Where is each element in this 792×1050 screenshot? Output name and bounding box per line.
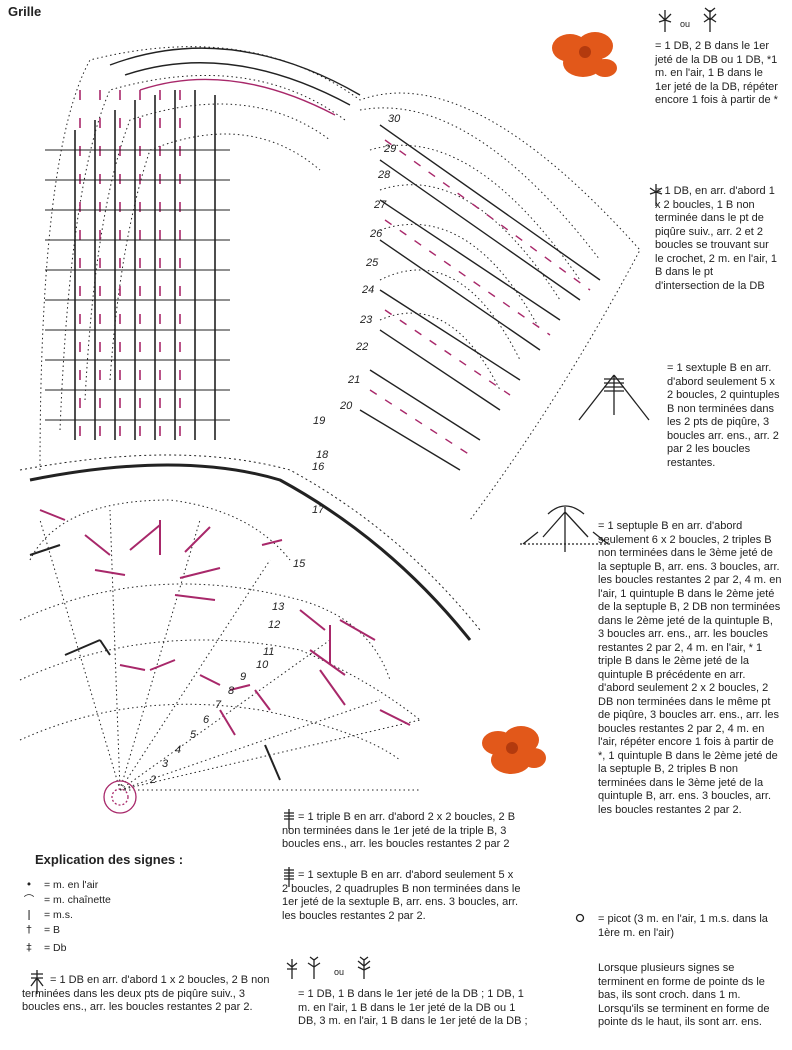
row-number: 2 bbox=[149, 774, 156, 786]
note-septuple: = 1 septuple B en arr. d'abord seulement… bbox=[598, 520, 782, 817]
row-number: 11 bbox=[263, 646, 274, 658]
row-number: 8 bbox=[228, 685, 235, 697]
note-db-arr: = 1 DB, en arr. d'abord 1 x 2 boucles, 1… bbox=[655, 185, 780, 293]
lower-petals bbox=[40, 510, 410, 735]
row-number: 22 bbox=[355, 341, 368, 353]
note-sextuple: = 1 sextuple B en arr. d'abord seulement… bbox=[667, 362, 782, 470]
row-number: 27 bbox=[373, 199, 387, 211]
chain-icon: • bbox=[22, 879, 36, 891]
db-variant-symbols bbox=[655, 6, 745, 36]
row-number: 15 bbox=[293, 558, 306, 570]
note-db-variant: = 1 DB, 2 B dans le 1er jeté de la DB ou… bbox=[655, 40, 780, 108]
ou-label-center: ou bbox=[334, 966, 344, 980]
note-triple: = 1 triple B en arr. d'abord 2 x 2 boucl… bbox=[282, 811, 522, 852]
row-number: 20 bbox=[339, 400, 353, 412]
orange-flower-top bbox=[545, 18, 623, 88]
row-number: 12 bbox=[268, 619, 280, 631]
row-number: 9 bbox=[240, 671, 246, 683]
note-db-variants: = 1 DB, 1 B dans le 1er jeté de la DB ; … bbox=[298, 988, 528, 1029]
ou-label: ou bbox=[680, 18, 690, 32]
note-closing: Lorsque plusieurs signes se terminent en… bbox=[598, 962, 782, 1030]
row-number-labels: 2345678910111213151617181920212223242526… bbox=[149, 113, 401, 786]
row-number: 30 bbox=[388, 113, 401, 125]
row-number: 26 bbox=[369, 228, 383, 240]
treble-icon: † bbox=[22, 924, 36, 936]
row-number: 16 bbox=[312, 461, 325, 473]
row-number: 25 bbox=[365, 257, 379, 269]
row-number: 29 bbox=[383, 143, 396, 155]
orange-flower-bottom bbox=[476, 718, 554, 788]
legend-db-group: = 1 DB en arr. d'abord 1 x 2 boucles, 2 … bbox=[22, 974, 274, 1015]
row-number: 10 bbox=[256, 659, 269, 671]
upper-left-stitch-rows bbox=[45, 90, 230, 440]
sextuple-icon bbox=[574, 365, 654, 430]
note-picot: = picot (3 m. en l'air, 1 m.s. dans la 1… bbox=[598, 913, 782, 940]
legend-heading: Explication des signes : bbox=[35, 852, 183, 867]
legend-item: ǀ= m.s. bbox=[22, 909, 73, 921]
center-ring bbox=[104, 781, 136, 813]
legend-item: ⌒= m. chaînette bbox=[22, 894, 111, 906]
row-number: 7 bbox=[215, 699, 222, 711]
upper-fan-grid bbox=[40, 47, 640, 520]
row-number: 18 bbox=[316, 449, 329, 461]
chain-band bbox=[30, 465, 470, 640]
lower-black-marks bbox=[30, 545, 280, 780]
row-number: 28 bbox=[377, 169, 391, 181]
legend-item: •= m. en l'air bbox=[22, 879, 98, 891]
single-crochet-icon: ǀ bbox=[22, 909, 36, 921]
legend-item: †= B bbox=[22, 924, 60, 936]
row-number: 6 bbox=[203, 714, 210, 726]
right-fan-stitch-rows bbox=[360, 125, 600, 470]
picot-icon bbox=[574, 912, 586, 924]
note-sextuple-small: = 1 sextuple B en arr. d'abord seulement… bbox=[282, 869, 522, 923]
lower-fan-grid bbox=[20, 500, 420, 790]
row-number: 24 bbox=[361, 284, 374, 296]
row-number: 5 bbox=[190, 729, 197, 741]
row-number: 3 bbox=[162, 758, 169, 770]
row-number: 13 bbox=[272, 601, 285, 613]
double-treble-icon: ‡ bbox=[22, 942, 36, 954]
row-number: 23 bbox=[359, 314, 373, 326]
row-number: 17 bbox=[312, 504, 325, 516]
row-number: 21 bbox=[347, 374, 360, 386]
slip-stitch-icon: ⌒ bbox=[22, 894, 36, 906]
legend-item: ‡= Db bbox=[22, 942, 66, 954]
row-number: 4 bbox=[175, 744, 181, 756]
row-number: 19 bbox=[313, 415, 325, 427]
